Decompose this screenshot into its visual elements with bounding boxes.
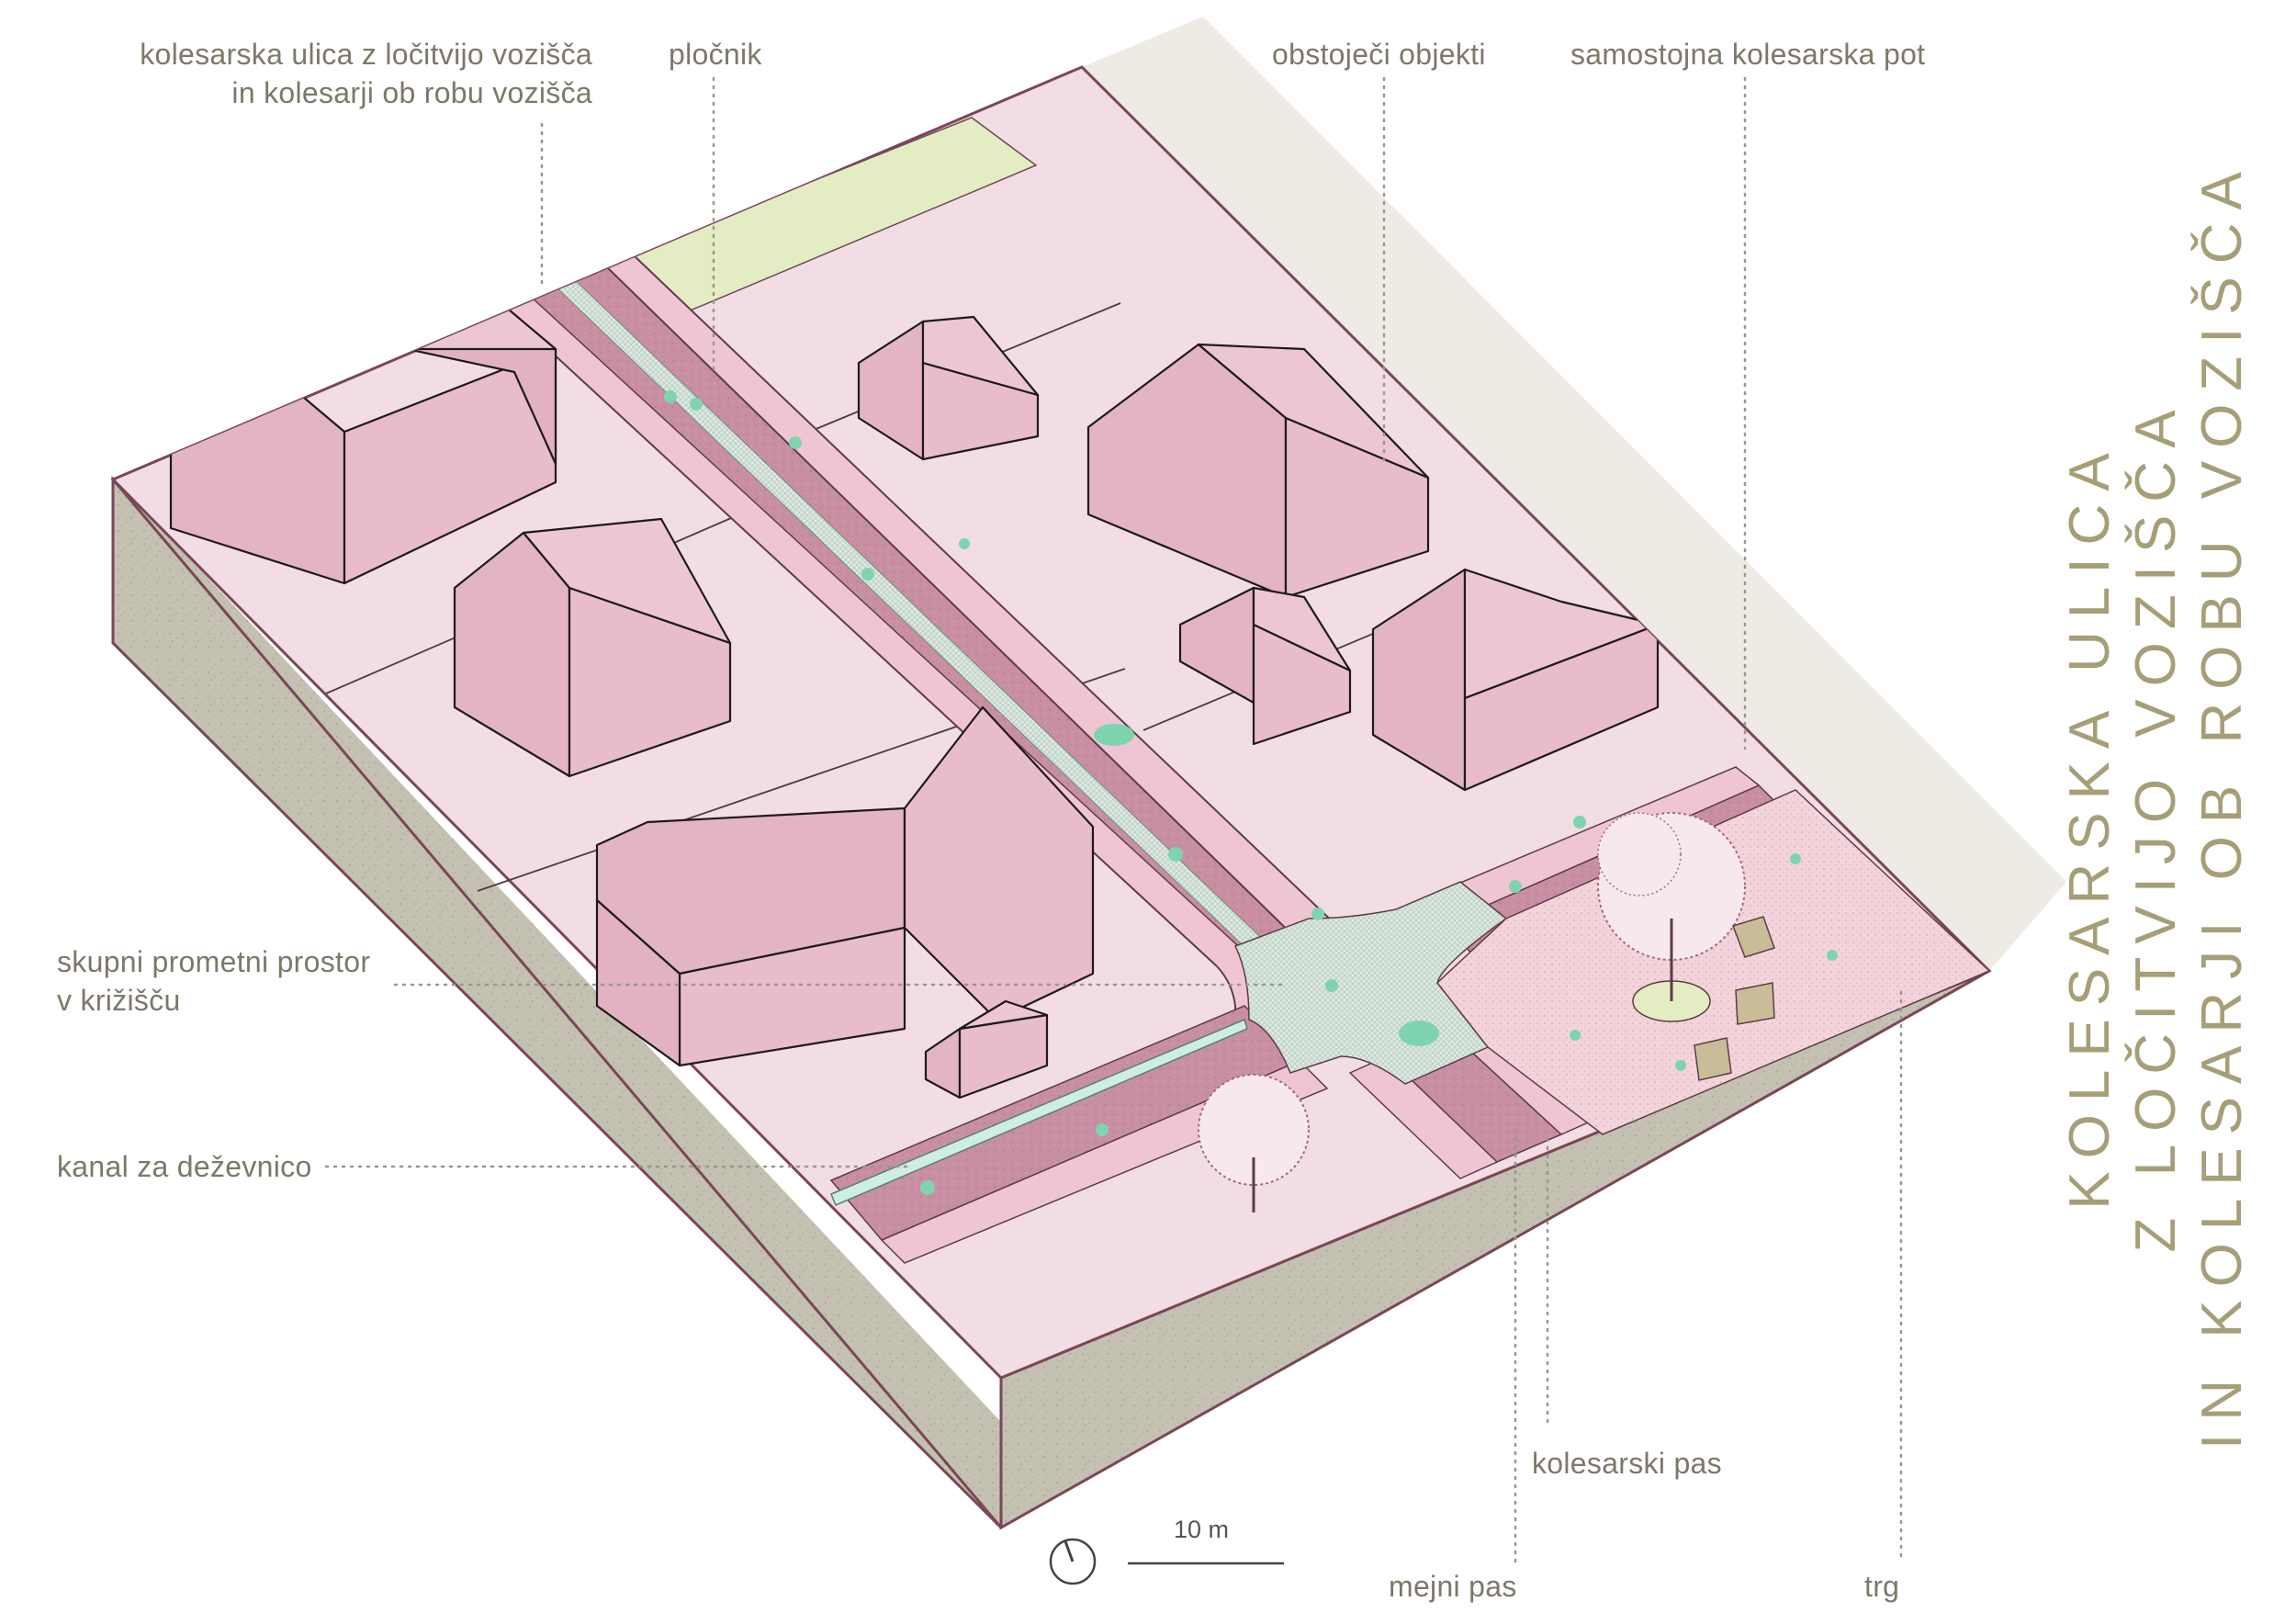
title-line1: KOLESARSKA ULICA — [2058, 440, 2122, 1210]
building — [1178, 586, 1352, 746]
label-shared-space: skupni prometni prostor v križišču — [57, 942, 370, 1020]
north-arrow-icon — [1049, 1538, 1097, 1585]
label-sidewalk: pločnik — [669, 38, 762, 71]
building — [1086, 343, 1430, 599]
bush — [1094, 724, 1134, 746]
page-title: KOLESARSKA ULICA Z LOČITVIJO VOZIŠČA IN … — [2057, 159, 2256, 1449]
building — [453, 517, 732, 778]
square-trg — [1435, 789, 1989, 1135]
label-bike-lane: kolesarski pas — [1532, 1447, 1722, 1480]
title-line3: IN KOLESARJI OB ROBU VOZIŠČA — [2190, 159, 2254, 1449]
label-existing-buildings: obstoječi objekti — [1272, 38, 1486, 71]
label-bike-path: samostojna kolesarska pot — [1570, 38, 1926, 71]
building — [857, 315, 1040, 461]
building — [595, 705, 1095, 1067]
label-rain-channel: kanal za deževnico — [57, 1150, 312, 1183]
label-shared-space-line2: v križišču — [57, 984, 181, 1017]
bush — [1399, 1021, 1439, 1046]
building — [924, 999, 1049, 1100]
background-ground — [1082, 17, 2066, 971]
tree-icon — [1597, 812, 1746, 1022]
label-bike-street: kolesarska ulica z ločitvijo vozišča in … — [119, 35, 592, 112]
label-buffer-strip: mejni pas — [1389, 1570, 1517, 1603]
scale-bar-label: 10 m — [1174, 1516, 1230, 1543]
tree-icon — [1198, 1074, 1310, 1212]
label-square: trg — [1864, 1570, 1900, 1603]
label-shared-space-line1: skupni prometni prostor — [57, 945, 371, 978]
label-bike-street-line1: kolesarska ulica z ločitvijo vozišča — [140, 38, 592, 71]
rain-channel — [830, 1018, 1248, 1206]
cyclist-icon — [664, 390, 1838, 1195]
label-bike-street-line2: in kolesarji ob robu vozišča — [231, 76, 592, 109]
title-line2: Z LOČITVIJO VOZIŠČA — [2124, 397, 2188, 1253]
bench-icon — [1694, 916, 1775, 1081]
block-left-face — [111, 475, 1003, 1529]
building — [1371, 568, 1660, 792]
